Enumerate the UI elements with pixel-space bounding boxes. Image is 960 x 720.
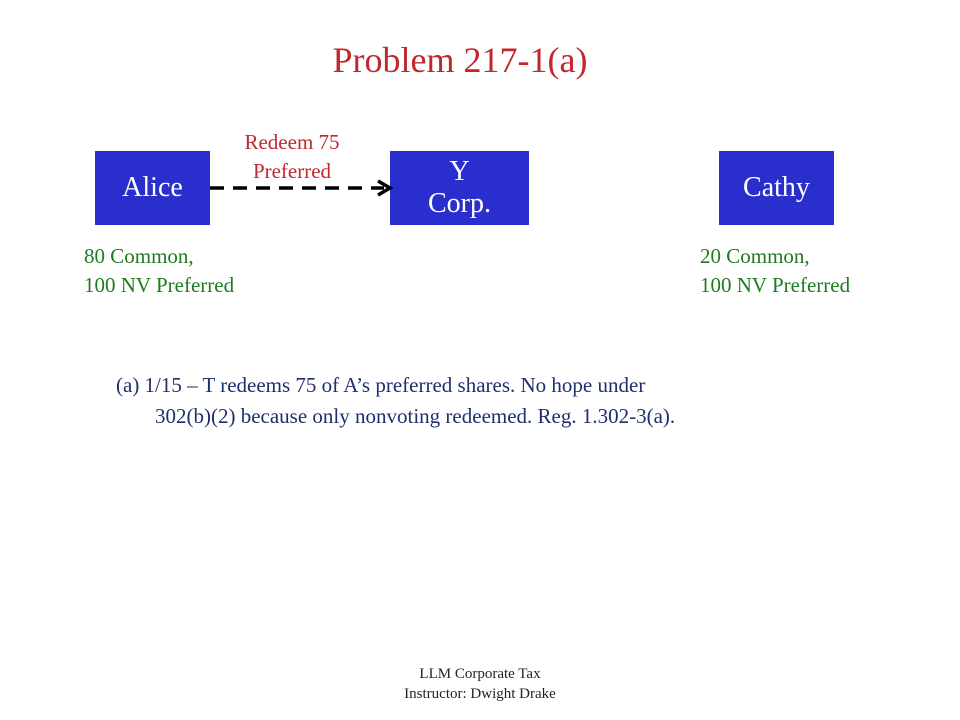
problem-note-line-2: 302(b)(2) because only nonvoting redeeme… — [155, 404, 676, 428]
slide-title: Problem 217-1(a) — [332, 40, 588, 80]
problem-note-line-1: (a) 1/15 – T redeems 75 of A’s preferred… — [116, 373, 646, 397]
problem-note: (a) 1/15 – T redeems 75 of A’s preferred… — [116, 370, 876, 432]
footer-course: LLM Corporate Tax — [419, 666, 541, 682]
slide-footer: LLM Corporate Tax Instructor: Dwight Dra… — [0, 664, 960, 704]
cathy-holdings: 20 Common, 100 NV Preferred — [700, 244, 851, 297]
node-alice: Alice — [95, 151, 210, 225]
redemption-arrow — [210, 179, 394, 197]
node-cathy: Cathy — [719, 151, 834, 225]
alice-holdings: 80 Common, 100 NV Preferred — [84, 244, 235, 297]
redemption-arrowhead — [377, 179, 394, 197]
arrow-label: Redeem 75 Preferred — [244, 130, 340, 183]
node-y-corp: Y Corp. — [390, 151, 529, 225]
footer-instructor: Instructor: Dwight Drake — [404, 686, 556, 702]
